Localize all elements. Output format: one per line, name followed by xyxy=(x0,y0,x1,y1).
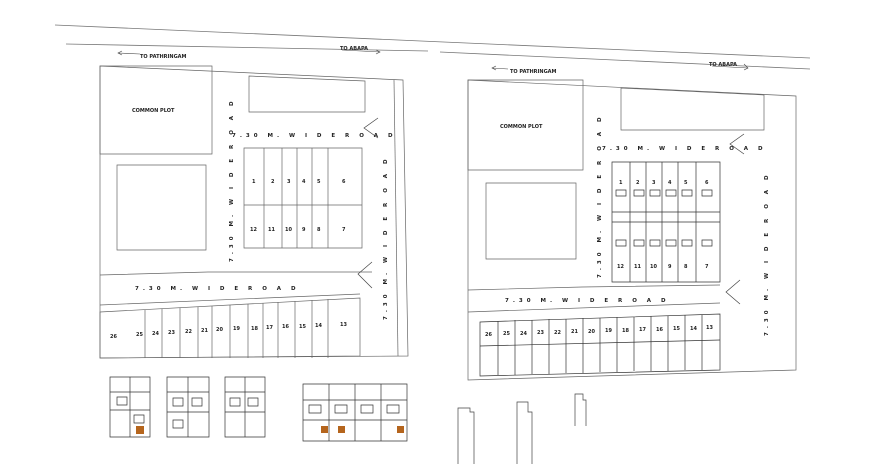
right-road-mid-label: 7.30 M. W I D E R O A D xyxy=(597,113,603,278)
plot-label: 14 xyxy=(315,323,322,329)
plot-label: 20 xyxy=(588,329,595,335)
plot-label: 23 xyxy=(168,330,175,336)
left-block-a xyxy=(244,148,362,248)
plot-label: 7 xyxy=(342,227,346,233)
plot-label: 20 xyxy=(216,327,223,333)
plot-label: 17 xyxy=(266,325,273,331)
right-road-top-label: 7.30 M. W I D E R O A D xyxy=(602,146,767,152)
right-road-bottom-label: 7.30 M. W I D E R O A D xyxy=(505,298,670,304)
unit-plan-2 xyxy=(167,377,209,437)
plot-label: 24 xyxy=(152,331,159,337)
left-road-right-label: 7.30 M. W I D E R O A D xyxy=(383,155,389,320)
right-block-a-bottom-labels: 12 11 10 9 8 7 xyxy=(617,264,709,270)
left-road-label-pathringam: TO PATHRINGAM xyxy=(140,54,187,60)
plot-label: 6 xyxy=(342,179,346,185)
plot-label: 15 xyxy=(299,324,306,330)
plot-label: 18 xyxy=(251,326,258,332)
left-road-mid-label: 7.30 M. W I D E R O A D xyxy=(229,97,235,262)
right-block-a-top-labels: 1 2 3 4 5 6 xyxy=(619,180,709,186)
left-road-label-abapa: TO ABAPA xyxy=(340,46,368,52)
plot-label: 26 xyxy=(110,334,117,340)
left-block-a-bottom-labels: 12 11 10 9 8 7 xyxy=(250,227,346,233)
right-common-plot-label: COMMON PLOT xyxy=(500,124,543,130)
elevation-outlines xyxy=(458,394,586,464)
right-block-b-labels: 26 25 24 23 22 21 20 19 18 17 16 15 14 1… xyxy=(485,325,713,338)
plot-label: 2 xyxy=(271,179,275,185)
unit-plan-cluster xyxy=(303,384,407,441)
plot-label: 9 xyxy=(668,264,672,270)
plot-label: 15 xyxy=(673,326,680,332)
plot-label: 26 xyxy=(485,332,492,338)
right-road-right-label: 7.30 M. W I D E R O A D xyxy=(764,171,770,336)
plot-label: 21 xyxy=(571,329,578,335)
plot-label: 19 xyxy=(605,328,612,334)
plot-label: 25 xyxy=(503,331,510,337)
plot-label: 1 xyxy=(619,180,623,186)
plot-label: 3 xyxy=(287,179,291,185)
left-common-plot-area xyxy=(100,66,212,154)
right-entry-arrows xyxy=(726,134,744,304)
plot-label: 14 xyxy=(690,326,697,332)
plot-label: 23 xyxy=(537,330,544,336)
plot-label: 10 xyxy=(650,264,657,270)
plot-label: 8 xyxy=(684,264,688,270)
right-site-plan xyxy=(468,80,796,380)
left-block-b xyxy=(100,298,360,358)
plot-label: 10 xyxy=(285,227,292,233)
right-common-plot-area xyxy=(468,80,583,170)
left-block-b-labels: 26 25 24 23 22 21 20 19 18 17 16 15 14 1… xyxy=(110,322,347,340)
plot-label: 21 xyxy=(201,328,208,334)
right-block-b xyxy=(480,314,720,376)
plot-label: 8 xyxy=(317,227,321,233)
right-road-label-abapa: TO ABAPA xyxy=(709,62,737,68)
unit-plan-1 xyxy=(110,377,150,437)
plot-label: 18 xyxy=(622,328,629,334)
plot-label: 2 xyxy=(636,180,640,186)
plot-label: 9 xyxy=(302,227,306,233)
direction-arrows xyxy=(118,50,748,70)
plot-label: 13 xyxy=(706,325,713,331)
plot-label: 1 xyxy=(252,179,256,185)
plot-label: 13 xyxy=(340,322,347,328)
plot-label: 5 xyxy=(317,179,321,185)
plot-label: 16 xyxy=(656,327,663,333)
left-road-bottom-label: 7.30 M. W I D E R O A D xyxy=(135,286,300,292)
left-common-plot-label: COMMON PLOT xyxy=(132,108,175,114)
left-road-top-label: 7.30 M. W I D E R O A D xyxy=(232,133,397,139)
plot-label: 12 xyxy=(250,227,257,233)
plot-label: 7 xyxy=(705,264,709,270)
left-site-plan xyxy=(100,66,408,358)
left-entry-arrows xyxy=(358,118,378,288)
plot-label: 17 xyxy=(639,327,646,333)
plot-label: 12 xyxy=(617,264,624,270)
plot-label: 11 xyxy=(634,264,641,270)
highway xyxy=(55,25,810,69)
plot-label: 6 xyxy=(705,180,709,186)
plot-label: 19 xyxy=(233,326,240,332)
unit-plan-3 xyxy=(225,377,265,437)
plot-label: 24 xyxy=(520,331,527,337)
plot-label: 25 xyxy=(136,332,143,338)
right-block-a xyxy=(612,162,720,282)
plot-label: 4 xyxy=(302,179,306,185)
plot-label: 11 xyxy=(268,227,275,233)
plot-label: 22 xyxy=(185,329,192,335)
plot-label: 3 xyxy=(652,180,656,186)
left-block-a-top-labels: 1 2 3 4 5 6 xyxy=(252,179,346,185)
plot-label: 4 xyxy=(668,180,672,186)
plot-label: 16 xyxy=(282,324,289,330)
plot-label: 22 xyxy=(554,330,561,336)
right-road-label-pathringam: TO PATHRINGAM xyxy=(510,69,557,75)
plot-label: 5 xyxy=(684,180,688,186)
